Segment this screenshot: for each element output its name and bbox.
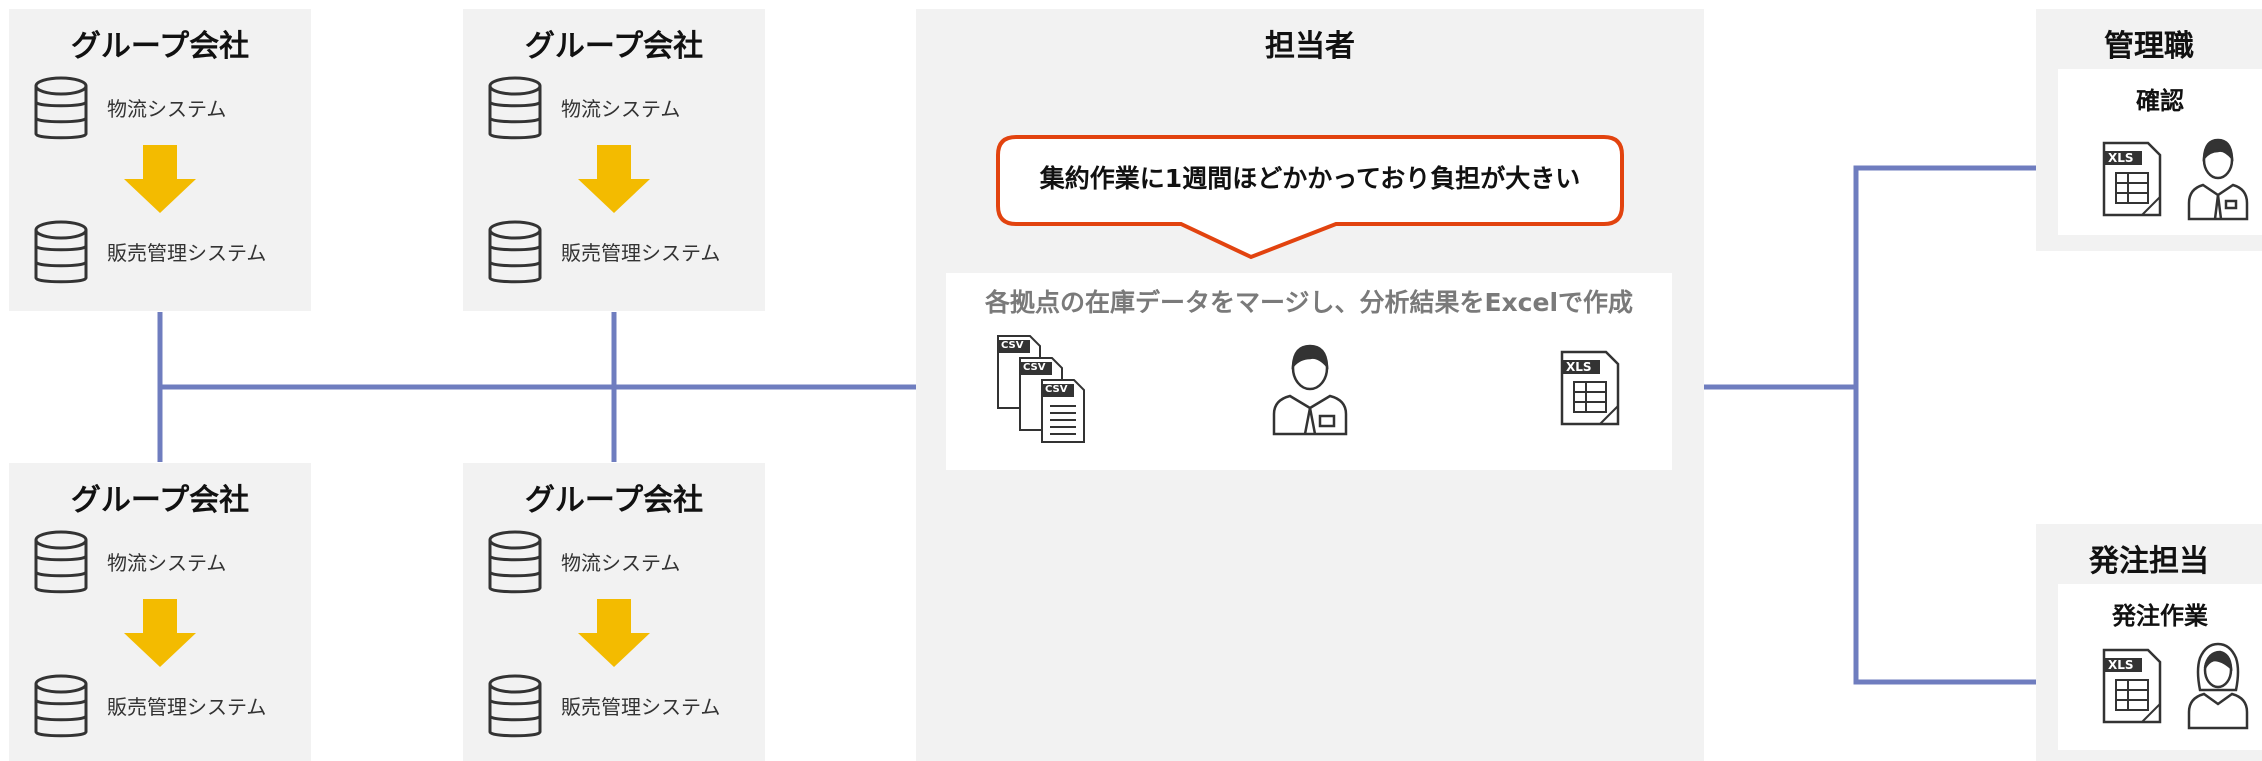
work-caption: 各拠点の在庫データをマージし、分析結果をExcelで作成	[984, 288, 1634, 317]
panel-title: グループ会社	[70, 483, 250, 518]
group-company-panel-3: グループ会社 物流システム 販売管理システム	[9, 463, 311, 761]
down-arrow-icon	[578, 145, 650, 213]
sales-system-label: 販売管理システム	[107, 695, 267, 719]
male-worker-icon	[2187, 138, 2249, 221]
male-worker-icon	[1272, 344, 1348, 436]
logistics-system-label: 物流システム	[561, 551, 681, 575]
group-company-panel-1: グループ会社 物流システム 販売管理システム	[9, 9, 311, 311]
database-icon	[34, 76, 88, 140]
xls-label: XLS	[2108, 151, 2134, 165]
down-arrow-icon	[124, 599, 196, 667]
panel-title: グループ会社	[524, 483, 704, 518]
database-icon	[488, 530, 542, 594]
panel-title: 発注担当	[2089, 544, 2209, 579]
down-arrow-icon	[578, 599, 650, 667]
logistics-system-label: 物流システム	[107, 551, 227, 575]
xls-file-icon: XLS	[2102, 141, 2164, 217]
database-icon	[488, 674, 542, 738]
panel-title: 担当者	[1265, 29, 1355, 64]
group-company-panel-2: グループ会社 物流システム 販売管理システム	[463, 9, 765, 311]
female-worker-icon	[2187, 642, 2249, 730]
manager-panel: 管理職 確認 XLS	[2036, 9, 2262, 251]
arrow-to-ordering	[1853, 387, 2081, 695]
xls-label: XLS	[1566, 360, 1592, 374]
database-icon	[34, 530, 88, 594]
ordering-panel: 発注担当 発注作業 XLS	[2036, 524, 2262, 761]
task-title: 発注作業	[2112, 602, 2208, 630]
panel-title: グループ会社	[70, 29, 250, 64]
callout-text: 集約作業に1週間ほどかかっており負担が大きい	[1039, 164, 1581, 193]
logistics-system-label: 物流システム	[107, 97, 227, 121]
speech-bubble	[996, 135, 1624, 260]
task-title: 確認	[2136, 87, 2184, 115]
sales-system-label: 販売管理システム	[561, 695, 721, 719]
down-arrow-icon	[124, 145, 196, 213]
database-icon	[34, 674, 88, 738]
database-icon	[34, 220, 88, 284]
ordering-task-box: 発注作業 XLS	[2058, 584, 2262, 750]
manager-task-box: 確認 XLS	[2058, 69, 2262, 235]
panel-title: グループ会社	[524, 29, 704, 64]
group-company-panel-4: グループ会社 物流システム 販売管理システム	[463, 463, 765, 761]
xls-label: XLS	[2108, 658, 2134, 672]
logistics-system-label: 物流システム	[561, 97, 681, 121]
arrow-to-manager	[1634, 155, 2081, 390]
csv-label: CSV	[1023, 362, 1046, 373]
csv-file-icon: CSV CSV CSV	[996, 334, 1092, 444]
panel-title: 管理職	[2104, 29, 2194, 64]
csv-label: CSV	[1045, 384, 1068, 395]
database-icon	[488, 76, 542, 140]
sales-system-label: 販売管理システム	[561, 241, 721, 265]
database-icon	[488, 220, 542, 284]
xls-file-icon: XLS	[1560, 350, 1622, 426]
xls-file-icon: XLS	[2102, 648, 2164, 724]
sales-system-label: 販売管理システム	[107, 241, 267, 265]
csv-label: CSV	[1001, 340, 1024, 351]
